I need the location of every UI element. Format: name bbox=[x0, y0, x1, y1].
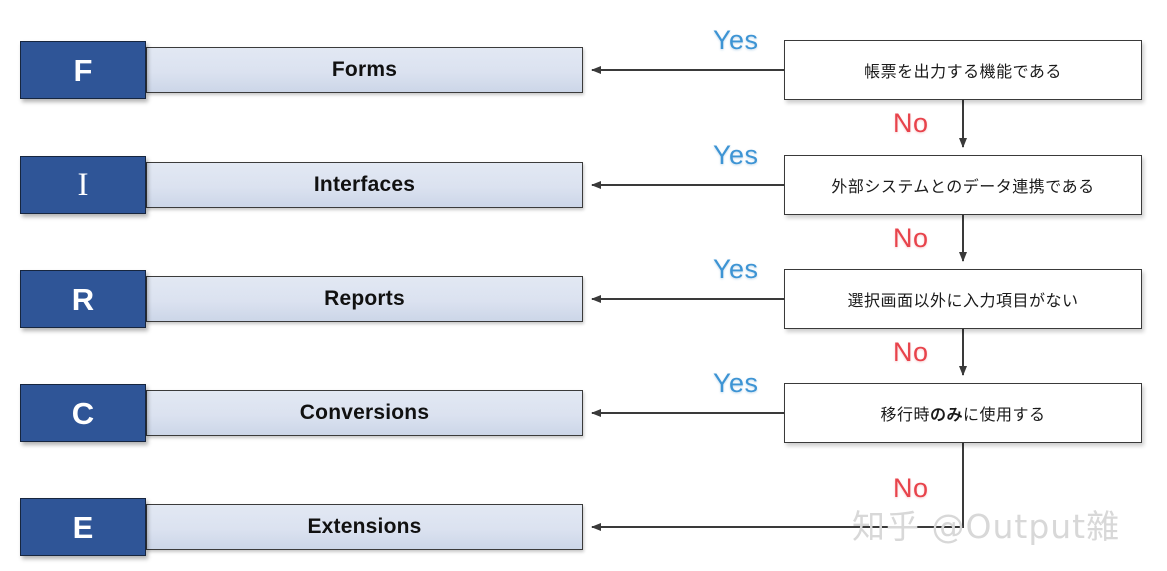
category-bar-reports[interactable]: Reports bbox=[146, 276, 583, 322]
category-letter-e: E bbox=[20, 498, 146, 556]
decision-text-1: 帳票を出力する機能である bbox=[864, 62, 1062, 81]
decision-text-3: 選択画面以外に入力項目がない bbox=[847, 291, 1079, 310]
category-label-conversions: Conversions bbox=[299, 401, 430, 424]
category-label-extensions: Extensions bbox=[307, 515, 422, 538]
category-label-reports: Reports bbox=[324, 287, 405, 310]
decision-box-2[interactable]: 外部システムとのデータ連携である bbox=[784, 155, 1142, 215]
category-letter-r: R bbox=[20, 270, 146, 328]
category-letter-c: C bbox=[20, 384, 146, 442]
label-no-2: No bbox=[893, 223, 929, 253]
decision-box-4[interactable]: 移行時のみに使用する bbox=[784, 383, 1142, 443]
category-bar-conversions[interactable]: Conversions bbox=[146, 390, 583, 436]
category-label-forms: Forms bbox=[331, 58, 398, 81]
label-yes-1: Yes bbox=[713, 25, 759, 55]
category-bar-extensions[interactable]: Extensions bbox=[146, 504, 583, 550]
label-yes-2: Yes bbox=[713, 140, 759, 170]
decision-box-3[interactable]: 選択画面以外に入力項目がない bbox=[784, 269, 1142, 329]
label-yes-4: Yes bbox=[713, 368, 759, 398]
label-no-1: No bbox=[893, 108, 929, 138]
category-label-interfaces: Interfaces bbox=[313, 173, 416, 196]
decision-text-4-emphasis: のみ bbox=[929, 405, 963, 424]
label-yes-3: Yes bbox=[713, 254, 759, 284]
decision-text-4-post: に使用する bbox=[963, 405, 1046, 424]
category-bar-forms[interactable]: Forms bbox=[146, 47, 583, 93]
decision-text-4: 移行時のみに使用する bbox=[880, 401, 1045, 425]
category-letter-f: F bbox=[20, 41, 146, 99]
decision-box-1[interactable]: 帳票を出力する機能である bbox=[784, 40, 1142, 100]
label-no-4: No bbox=[893, 473, 929, 503]
label-no-3: No bbox=[893, 337, 929, 367]
decision-text-2: 外部システムとのデータ連携である bbox=[831, 177, 1095, 196]
edge-no-4 bbox=[591, 443, 964, 531]
decision-text-4-pre: 移行時 bbox=[880, 405, 930, 424]
category-letter-i: I bbox=[20, 156, 146, 214]
category-bar-interfaces[interactable]: Interfaces bbox=[146, 162, 583, 208]
